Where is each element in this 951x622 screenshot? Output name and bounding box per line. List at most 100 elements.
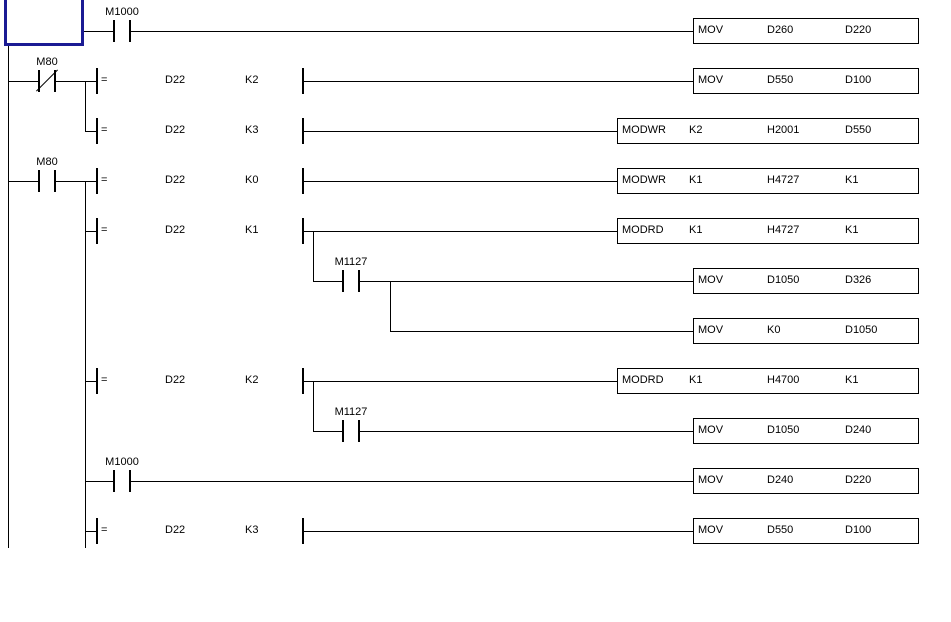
wire bbox=[390, 331, 693, 332]
instruction-mnemonic: MOV bbox=[698, 524, 724, 536]
compare-operator: = bbox=[101, 374, 108, 386]
contact-bar bbox=[129, 20, 131, 42]
instruction-box-modrd[interactable]: MODRD K1 H4727 K1 bbox=[617, 218, 919, 244]
contact-bar bbox=[358, 270, 360, 292]
instruction-mnemonic: MODWR bbox=[622, 124, 666, 136]
wire bbox=[85, 131, 96, 132]
compare-operand-2: K0 bbox=[245, 174, 259, 186]
contact-label: M80 bbox=[36, 56, 58, 68]
wire bbox=[8, 181, 38, 182]
instruction-mnemonic: MOV bbox=[698, 424, 724, 436]
compare-operand-1: D22 bbox=[165, 524, 186, 536]
contact-bar bbox=[358, 420, 360, 442]
compare-tick bbox=[96, 518, 98, 544]
wire bbox=[130, 481, 693, 482]
contact-bar bbox=[342, 270, 344, 292]
wire bbox=[303, 381, 617, 382]
instruction-mnemonic: MOV bbox=[698, 474, 724, 486]
compare-operator: = bbox=[101, 124, 108, 136]
wire bbox=[303, 531, 693, 532]
compare-operand-1: D22 bbox=[165, 124, 186, 136]
wire bbox=[56, 81, 96, 82]
compare-tick bbox=[96, 218, 98, 244]
compare-operand-2: K2 bbox=[245, 74, 259, 86]
compare-operator: = bbox=[101, 74, 108, 86]
compare-operand-2: K3 bbox=[245, 124, 259, 136]
compare-tick bbox=[96, 368, 98, 394]
instruction-operand: D550 bbox=[767, 74, 794, 86]
instruction-operand: D1050 bbox=[767, 274, 800, 286]
instruction-operand: D1050 bbox=[767, 424, 800, 436]
contact-m1127[interactable]: M1127 bbox=[321, 403, 381, 449]
wire bbox=[56, 181, 96, 182]
compare-operand-1: D22 bbox=[165, 174, 186, 186]
wire bbox=[8, 81, 38, 82]
compare-operand-1: D22 bbox=[165, 74, 186, 86]
contact-m80[interactable]: M80 bbox=[17, 53, 77, 99]
instruction-mnemonic: MODWR bbox=[622, 174, 666, 186]
instruction-operand: D220 bbox=[845, 24, 872, 36]
instruction-operand: H4727 bbox=[767, 224, 800, 236]
instruction-operand: K1 bbox=[845, 224, 859, 236]
instruction-operand: K1 bbox=[689, 224, 703, 236]
contact-label: M1127 bbox=[334, 406, 368, 418]
instruction-mnemonic: MOV bbox=[698, 324, 724, 336]
compare-instruction[interactable]: = D22 K2 bbox=[85, 68, 305, 94]
compare-operator: = bbox=[101, 524, 108, 536]
compare-operator: = bbox=[101, 224, 108, 236]
instruction-mnemonic: MOV bbox=[698, 24, 724, 36]
contact-bar bbox=[129, 470, 131, 492]
wire bbox=[360, 281, 693, 282]
instruction-mnemonic: MOV bbox=[698, 274, 724, 286]
wire bbox=[313, 281, 342, 282]
instruction-mnemonic: MODRD bbox=[622, 224, 664, 236]
instruction-operand: D100 bbox=[845, 74, 872, 86]
instruction-operand: D240 bbox=[767, 474, 794, 486]
branch-line bbox=[313, 231, 314, 281]
wire bbox=[85, 531, 96, 532]
contact-m1127[interactable]: M1127 bbox=[321, 253, 381, 299]
instruction-box-mov[interactable]: MOV K0 D1050 bbox=[693, 318, 919, 344]
contact-m80[interactable]: M80 bbox=[17, 153, 77, 199]
contact-m1000[interactable]: M1000 bbox=[92, 3, 152, 49]
contact-m1000[interactable]: M1000 bbox=[92, 453, 152, 499]
compare-tick bbox=[96, 168, 98, 194]
instruction-operand: H2001 bbox=[767, 124, 800, 136]
instruction-operand: K0 bbox=[767, 324, 781, 336]
wire bbox=[303, 131, 617, 132]
branch-line bbox=[390, 281, 391, 331]
edit-cursor[interactable] bbox=[4, 0, 84, 46]
instruction-operand: H4727 bbox=[767, 174, 800, 186]
contact-label: M1127 bbox=[334, 256, 368, 268]
wire bbox=[85, 481, 114, 482]
wire bbox=[360, 431, 693, 432]
compare-instruction[interactable]: = D22 K3 bbox=[85, 118, 305, 144]
left-power-rail bbox=[8, 46, 9, 548]
contact-label: M80 bbox=[36, 156, 58, 168]
wire bbox=[84, 31, 114, 32]
wire bbox=[303, 231, 617, 232]
contact-label: M1000 bbox=[105, 6, 139, 18]
wire bbox=[303, 81, 693, 82]
wire bbox=[85, 381, 96, 382]
instruction-operand: K1 bbox=[845, 374, 859, 386]
instruction-operand: D1050 bbox=[845, 324, 878, 336]
instruction-mnemonic: MODRD bbox=[622, 374, 664, 386]
instruction-operand: D100 bbox=[845, 524, 872, 536]
instruction-operand: H4700 bbox=[767, 374, 800, 386]
contact-bar bbox=[38, 70, 40, 92]
wire bbox=[130, 31, 693, 32]
